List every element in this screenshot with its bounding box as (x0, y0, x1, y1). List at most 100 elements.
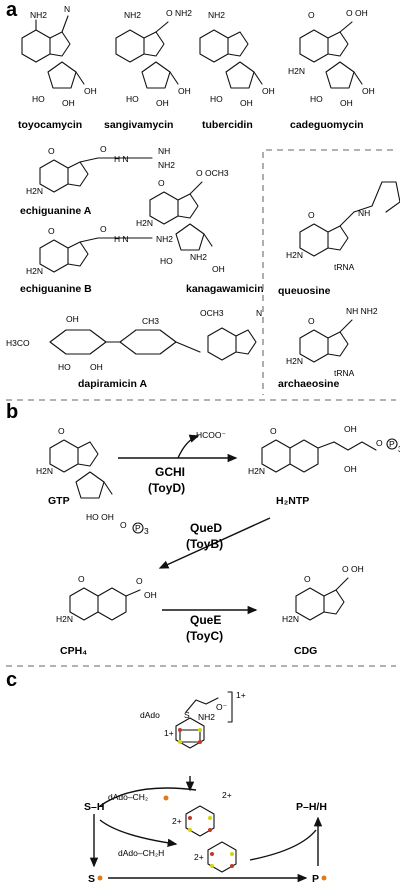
svg-text:H2N: H2N (136, 218, 153, 228)
svg-text:P: P (389, 439, 395, 449)
svg-text:O: O (100, 224, 107, 234)
arrow-qued (158, 517, 271, 569)
svg-text:1+: 1+ (164, 728, 174, 738)
radical-dot-s (97, 875, 103, 881)
label-kanagawamicin: kanagawamicin (186, 283, 264, 295)
svg-text:3: 3 (144, 526, 149, 536)
svg-text:HO: HO (58, 362, 71, 372)
svg-text:1+: 1+ (236, 690, 246, 700)
enzyme-toyc: (ToyC) (186, 629, 223, 643)
svg-text:OH: OH (144, 590, 157, 600)
svg-text:NH: NH (358, 208, 370, 218)
label-sangivamycin: sangivamycin (104, 119, 173, 131)
svg-text:O: O (308, 210, 315, 220)
svg-text:H2N: H2N (282, 614, 299, 624)
svg-text:HO: HO (32, 94, 45, 104)
svg-text:O: O (58, 426, 65, 436)
svg-text:O: O (78, 574, 85, 584)
svg-text:OH: OH (156, 98, 169, 108)
enzyme-gchi: GCHI (155, 465, 185, 479)
label-tubercidin: tubercidin (202, 119, 253, 131)
svg-text:CH3: CH3 (142, 316, 159, 326)
natural-nucleoside-divider (262, 149, 393, 395)
radical-dot-dado (163, 795, 169, 801)
radical-dot-p (321, 875, 327, 881)
abstracted-cluster: 2+ (194, 841, 237, 873)
svg-text:O: O (136, 576, 143, 586)
enzyme-qued: QueD (190, 521, 222, 535)
svg-text:O OH: O OH (342, 564, 364, 574)
svg-text:O: O (304, 574, 311, 584)
label-cdg: CDG (294, 645, 317, 657)
gtp-structure: O H2N HO OH O P 3 (36, 426, 149, 536)
svg-text:H2N: H2N (286, 250, 303, 260)
svg-text:O OCH3: O OCH3 (196, 168, 229, 178)
svg-text:OH: OH (62, 98, 75, 108)
arrow-radical-attack (99, 787, 197, 807)
arrow-return (249, 829, 317, 861)
enzyme-toyd: (ToyD) (148, 481, 185, 495)
label-substrate-h: S–H (84, 801, 104, 813)
svg-text:tRNA: tRNA (334, 368, 355, 378)
svg-text:NH2: NH2 (124, 10, 141, 20)
svg-text:H N: H N (114, 234, 129, 244)
panel-label-a: a (6, 0, 18, 21)
label-product-h: P–H/H (296, 801, 327, 813)
svg-text:OH: OH (344, 464, 357, 474)
label-h2ntp: H₂NTP (276, 495, 309, 507)
svg-text:OH: OH (90, 362, 103, 372)
label-gtp: GTP (48, 495, 70, 507)
svg-text:OH: OH (66, 314, 79, 324)
label-cadeguomycin: cadeguomycin (290, 119, 364, 131)
svg-text:OH: OH (212, 264, 225, 274)
archaeosine-structure: O NH NH2 H2N tRNA (286, 306, 378, 378)
svg-text:HO: HO (210, 94, 223, 104)
svg-text:H2N: H2N (26, 266, 43, 276)
panel-label-b: b (6, 401, 18, 423)
radical-cluster: 2+ 2+ (172, 790, 232, 837)
svg-text:O NH2: O NH2 (166, 8, 192, 18)
enzyme-quee: QueE (190, 613, 221, 627)
label-dapiramicin-a: dapiramicin A (78, 378, 147, 390)
svg-text:H2N: H2N (56, 614, 73, 624)
svg-text:N: N (256, 308, 262, 318)
svg-text:OH: OH (362, 86, 375, 96)
label-cph4: CPH₄ (60, 645, 87, 657)
svg-text:H N: H N (114, 154, 129, 164)
svg-text:OH: OH (344, 424, 357, 434)
panel-label-c: c (6, 669, 17, 691)
svg-text:O⁻: O⁻ (216, 702, 228, 712)
svg-text:OH: OH (84, 86, 97, 96)
arrow-h-transfer (99, 819, 178, 847)
svg-text:O: O (158, 178, 165, 188)
svg-text:H3CO: H3CO (6, 338, 30, 348)
svg-text:O: O (100, 144, 107, 154)
svg-text:O: O (48, 226, 55, 236)
enzyme-toyb: (ToyB) (186, 537, 223, 551)
svg-text:O OH: O OH (346, 8, 368, 18)
svg-text:OH: OH (262, 86, 275, 96)
cph4-structure: O H2N OOH (56, 574, 157, 624)
label-echiguanine-b: echiguanine B (20, 283, 92, 295)
svg-text:NH2: NH2 (30, 10, 47, 20)
cdg-structure: O O OH H2N (282, 564, 364, 624)
svg-text:H2N: H2N (248, 466, 265, 476)
arrow-formate (177, 434, 200, 459)
svg-text:OCH3: OCH3 (200, 308, 224, 318)
svg-text:OH: OH (240, 98, 253, 108)
label-archaeosine: archaeosine (278, 378, 339, 390)
svg-text:NH2: NH2 (198, 712, 215, 722)
svg-text:O: O (48, 146, 55, 156)
svg-text:NH: NH (158, 146, 170, 156)
svg-text:2+: 2+ (194, 852, 204, 862)
